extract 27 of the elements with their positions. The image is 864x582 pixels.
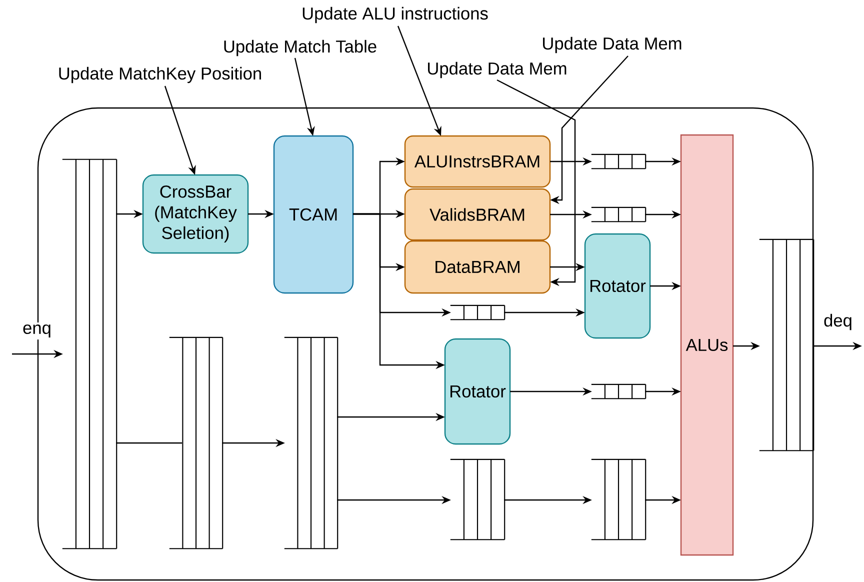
- connector-line: [116, 442, 182, 444]
- annotation-text: Update MatchKey Position: [59, 66, 261, 84]
- fifo-queue: [168, 336, 224, 550]
- edge-label: enq: [20, 322, 54, 340]
- arrow: [496, 79, 576, 286]
- edge-label: deq: [822, 312, 854, 332]
- process-box: DataBRAM: [404, 240, 551, 294]
- process-box: Rotator: [584, 233, 651, 339]
- fifo-queue: [62, 158, 118, 550]
- fifo-queue: [590, 384, 646, 400]
- fifo-queue: [284, 336, 338, 550]
- annotation-text: Update Data Mem: [428, 62, 566, 78]
- fifo-queue: [590, 206, 646, 222]
- process-box: ValidsBRAM: [404, 188, 551, 241]
- fifo-queue: [450, 304, 506, 320]
- fifo-queue: [450, 458, 506, 540]
- process-box: Rotator: [444, 338, 511, 445]
- fifo-queue: [590, 458, 646, 540]
- process-box: ALUs: [680, 134, 734, 556]
- process-box: CrossBar (MatchKey Seletion): [142, 174, 249, 254]
- annotation-text: Update Data Mem: [543, 36, 682, 54]
- process-box: TCAM: [273, 135, 354, 294]
- fifo-queue: [758, 238, 814, 452]
- annotation-text: Update ALU instructions: [302, 6, 488, 24]
- fifo-queue: [590, 154, 646, 170]
- annotation-text: Update Match Table: [224, 40, 376, 56]
- process-box: ALUInstrsBRAM: [404, 135, 551, 188]
